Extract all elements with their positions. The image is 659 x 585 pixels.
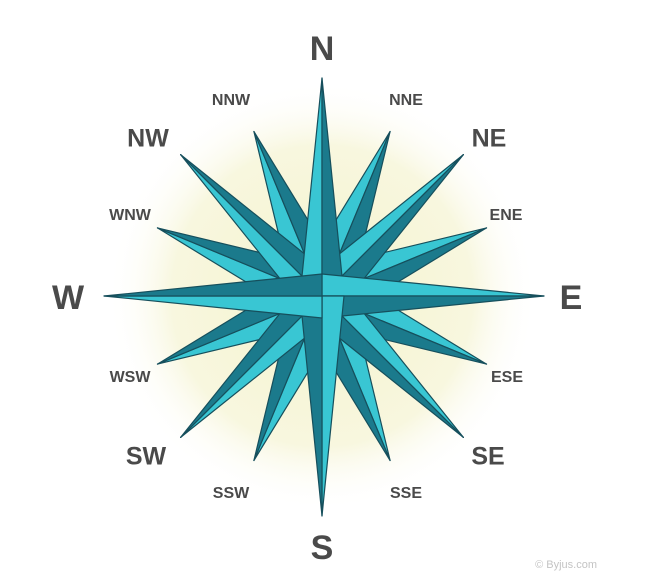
label-nw: NW [127,124,169,153]
label-ese: ESE [490,369,524,386]
label-ne: NE [471,124,507,153]
label-e: E [559,279,583,317]
label-s: S [310,529,334,567]
minor-points [156,130,488,462]
point-w-dark-half [103,273,323,297]
label-ene: ENE [489,207,523,224]
cardinal-points [103,77,545,517]
label-se: SE [471,442,505,471]
label-w: W [51,279,85,317]
intercardinal-points [180,154,464,438]
label-wnw: WNW [109,207,151,224]
watermark: © Byjus.com [535,559,597,571]
label-nnw: NNW [211,92,251,109]
label-ssw: SSW [212,485,250,502]
label-sse: SSE [389,485,423,502]
label-n: N [309,30,335,68]
label-nne: NNE [389,92,423,109]
label-wsw: WSW [109,369,151,386]
label-sw: SW [125,442,167,471]
